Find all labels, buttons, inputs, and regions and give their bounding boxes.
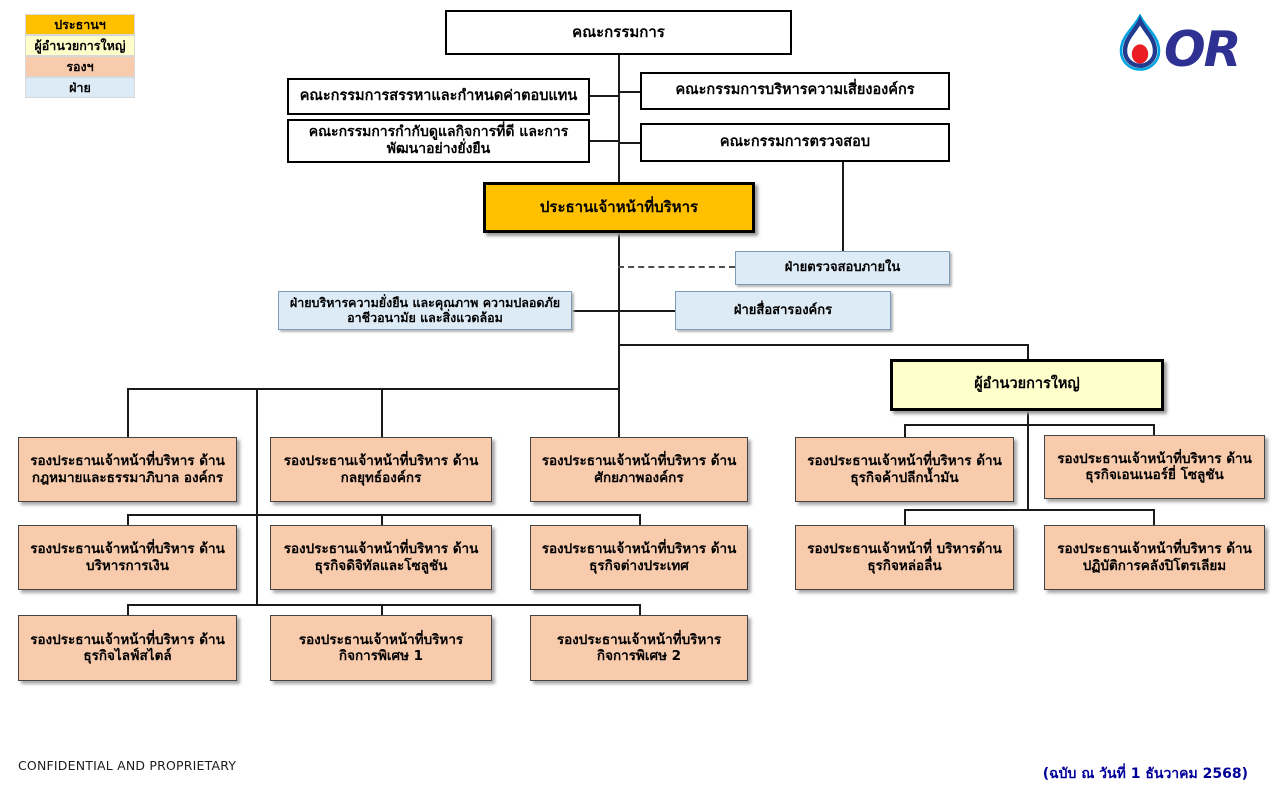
node-svp-corporate-strategy: รองประธานเจ้าหน้าที่บริหาร ด้านกลยุทธ์อง… bbox=[270, 437, 492, 502]
node-dept-internal-audit: ฝ่ายตรวจสอบภายใน bbox=[735, 251, 950, 285]
connector-row1-stub2 bbox=[381, 388, 383, 437]
connector-row1-stub1 bbox=[127, 388, 129, 437]
node-committee-governance-sustainability: คณะกรรมการกำกับดูแลกิจการที่ดี และการพัฒ… bbox=[287, 119, 590, 163]
connector-audit-internal-audit bbox=[842, 161, 844, 251]
connector-to-md bbox=[618, 344, 1027, 346]
connector-right-row2-bus bbox=[904, 509, 1153, 511]
connector-row2-stub1 bbox=[127, 514, 129, 525]
connector-row1-bus bbox=[127, 388, 619, 390]
connector-row3-stub3 bbox=[639, 604, 641, 615]
connector-row3-bus bbox=[127, 604, 640, 606]
connector-row3-stub2 bbox=[381, 604, 383, 615]
connector-right-row2-stub2 bbox=[1153, 509, 1155, 525]
node-committee-audit: คณะกรรมการตรวจสอบ bbox=[640, 123, 950, 162]
connector-md-down bbox=[1027, 411, 1029, 509]
node-svp-oil-retail-business: รองประธานเจ้าหน้าที่บริหาร ด้านธุรกิจค้า… bbox=[795, 437, 1014, 502]
node-svp-special-affairs-2: รองประธานเจ้าหน้าที่บริหาร กิจการพิเศษ 2 bbox=[530, 615, 748, 681]
connector-md-stub bbox=[1027, 344, 1029, 359]
node-committee-nomination-remuneration: คณะกรรมการสรรหาและกำหนดค่าตอบแทน bbox=[287, 78, 590, 115]
connector-governance bbox=[590, 140, 618, 142]
or-company-logo: OR bbox=[1118, 13, 1250, 80]
connector-nomination bbox=[590, 95, 618, 97]
legend-item-managing-director: ผู้อำนวยการใหญ่ bbox=[25, 35, 135, 56]
legend-label: ฝ่าย bbox=[69, 79, 91, 95]
node-svp-petroleum-terminal-operations: รองประธานเจ้าหน้าที่บริหาร ด้านปฏิบัติกา… bbox=[1044, 525, 1265, 590]
connector-row3-stub1 bbox=[127, 604, 129, 615]
legend-item-chairman: ประธานฯ bbox=[25, 14, 135, 35]
legend-label: รองฯ bbox=[66, 58, 94, 74]
connector-row2-stub3 bbox=[639, 514, 641, 525]
node-svp-digital-solution-business: รองประธานเจ้าหน้าที่บริหาร ด้านธุรกิจดิจ… bbox=[270, 525, 492, 590]
connector-right-row1-bus bbox=[904, 424, 1153, 426]
node-svp-lifestyle-business: รองประธานเจ้าหน้าที่บริหาร ด้านธุรกิจไลฟ… bbox=[18, 615, 237, 681]
flame-icon: OR bbox=[1119, 13, 1241, 78]
connector-board-ceo bbox=[618, 55, 620, 182]
connector-departments bbox=[572, 310, 675, 312]
connector-row2-bus bbox=[127, 514, 640, 516]
legend-item-deputy: รองฯ bbox=[25, 56, 135, 77]
legend-label: ประธานฯ bbox=[54, 16, 106, 32]
node-board-of-directors: คณะกรรมการ bbox=[445, 10, 792, 55]
node-svp-international-business: รองประธานเจ้าหน้าที่บริหาร ด้านธุรกิจต่า… bbox=[530, 525, 748, 590]
connector-row1-stub3 bbox=[618, 388, 620, 437]
connector-risk bbox=[618, 91, 640, 93]
logo-wordmark: OR bbox=[1164, 21, 1239, 78]
connector-right-row1-stub2 bbox=[1153, 424, 1155, 435]
node-committee-enterprise-risk: คณะกรรมการบริหารความเสี่ยงองค์กร bbox=[640, 72, 950, 110]
version-date-note: (ฉบับ ณ วันที่ 1 ธันวาคม 2568) bbox=[1042, 766, 1248, 782]
node-svp-organization-capability: รองประธานเจ้าหน้าที่บริหาร ด้านศักยภาพอง… bbox=[530, 437, 748, 502]
node-svp-energy-solution-business: รองประธานเจ้าหน้าที่บริหาร ด้านธุรกิจเอน… bbox=[1044, 435, 1265, 499]
connector-row2-stub2 bbox=[381, 514, 383, 525]
connector-dashed-internal-audit bbox=[618, 266, 735, 268]
legend-label: ผู้อำนวยการใหญ่ bbox=[34, 37, 126, 53]
node-svp-lubricants-business: รองประธานเจ้าหน้าที่ บริหารด้านธุรกิจหล่… bbox=[795, 525, 1014, 590]
node-svp-finance: รองประธานเจ้าหน้าที่บริหาร ด้านบริหารการ… bbox=[18, 525, 237, 590]
legend: ประธานฯ ผู้อำนวยการใหญ่ รองฯ ฝ่าย bbox=[25, 14, 135, 98]
node-managing-director: ผู้อำนวยการใหญ่ bbox=[890, 359, 1164, 411]
node-dept-corporate-communication: ฝ่ายสื่อสารองค์กร bbox=[675, 291, 891, 330]
connector-right-row2-stub1 bbox=[904, 509, 906, 525]
connector-left-spine bbox=[256, 388, 258, 604]
confidential-notice: CONFIDENTIAL AND PROPRIETARY bbox=[18, 758, 237, 773]
node-svp-special-affairs-1: รองประธานเจ้าหน้าที่บริหาร กิจการพิเศษ 1 bbox=[270, 615, 492, 681]
connector-right-row1-stub1 bbox=[904, 424, 906, 437]
node-ceo: ประธานเจ้าหน้าที่บริหาร bbox=[483, 182, 755, 233]
node-dept-sustainability-qshe: ฝ่ายบริหารความยั่งยืน และคุณภาพ ความปลอด… bbox=[278, 291, 572, 330]
node-svp-legal-governance: รองประธานเจ้าหน้าที่บริหาร ด้านกฎหมายและ… bbox=[18, 437, 237, 502]
legend-item-department: ฝ่าย bbox=[25, 77, 135, 98]
connector-audit-committee bbox=[618, 142, 640, 144]
